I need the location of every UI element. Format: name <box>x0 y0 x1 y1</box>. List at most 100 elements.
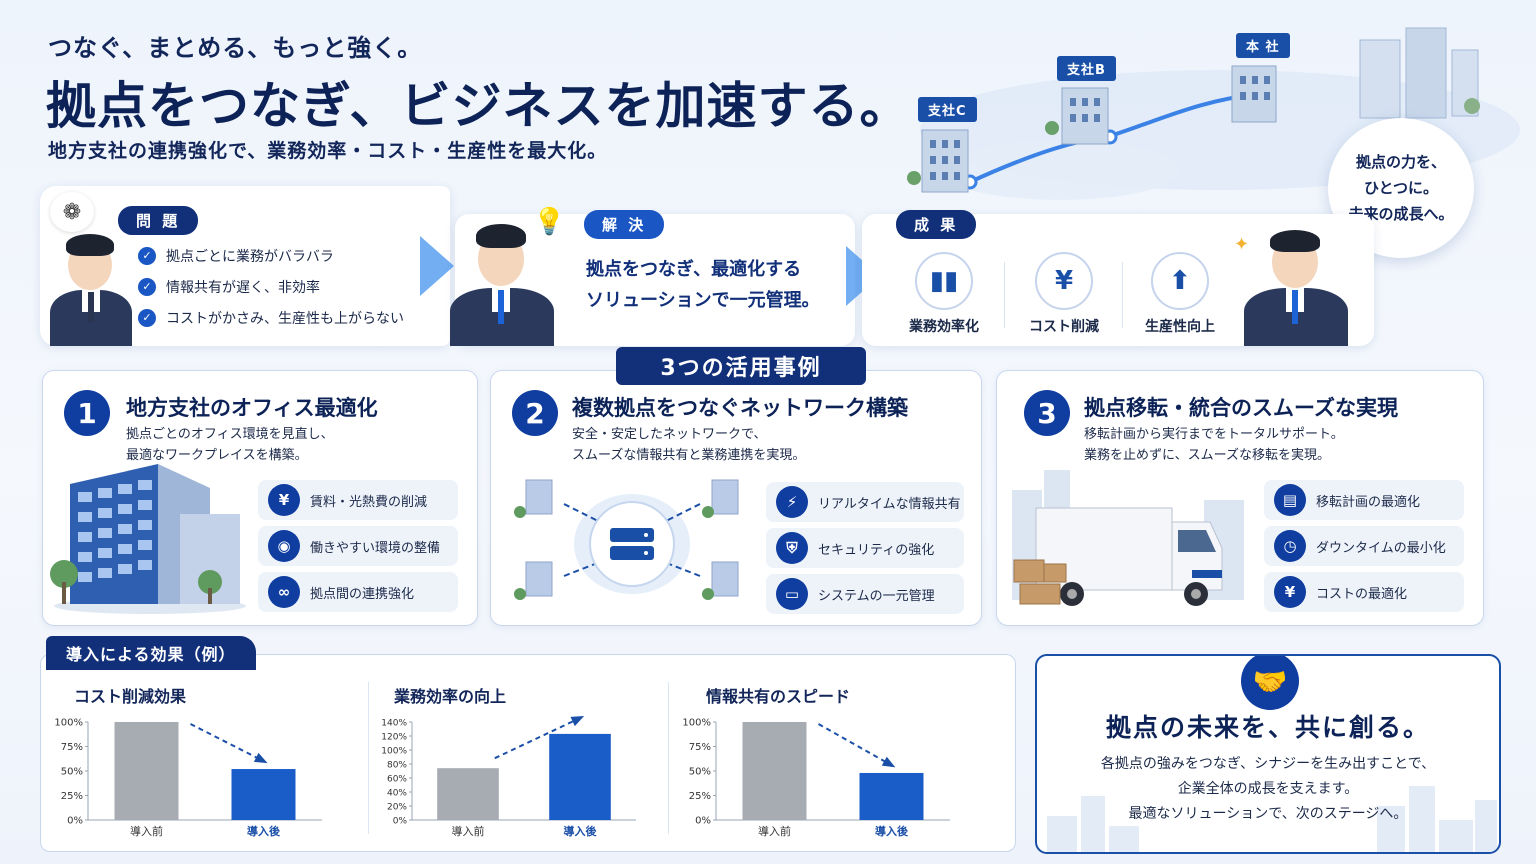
x-tick-label: 導入前 <box>130 824 163 838</box>
tangled-thoughts-icon: ❁ <box>50 192 94 232</box>
y-tick-label: 50% <box>689 767 711 778</box>
bar <box>742 722 807 820</box>
monitor-icon: ▭ <box>776 578 808 610</box>
solution-text: 拠点をつなぎ、最適化する ソリューションで一元管理。 <box>586 259 820 311</box>
callout-line: 拠点の力を、 <box>1355 153 1446 171</box>
office-building-illustration <box>50 464 246 614</box>
problem-item: ✓情報共有が遅く、非効率 <box>138 271 404 302</box>
office-badge-c: 支社C <box>918 97 977 122</box>
y-tick-label: 25% <box>61 791 83 802</box>
y-tick-label: 50% <box>61 767 83 778</box>
trend-arrow-line <box>190 723 260 760</box>
x-tick-label: 導入後 <box>875 824 909 838</box>
result-item-efficiency: ▮▮ 業務効率化 <box>900 252 988 336</box>
case-title: 地方支社のオフィス最適化 <box>126 396 378 420</box>
y-tick-label: 140% <box>381 719 407 729</box>
bar <box>549 733 611 820</box>
lightbulb-icon: 💡 <box>533 207 566 237</box>
case-1-feature: ◉ 働きやすい環境の整備 <box>258 526 458 566</box>
bar <box>231 769 296 820</box>
case-number: 1 <box>64 390 110 436</box>
cheering-businessman-illustration <box>1240 226 1352 346</box>
problem-item: ✓拠点ごとに業務がバラバラ <box>138 240 404 271</box>
subheadline: 地方支社の連携強化で、業務効率・コスト・生産性を最大化。 <box>48 140 608 162</box>
check-icon: ✓ <box>138 308 156 327</box>
tagline: つなぐ、まとめる、もっと強く。 <box>48 34 423 62</box>
y-tick-label: 100% <box>381 747 407 757</box>
headquarters-building <box>1231 27 1480 123</box>
case-title: 複数拠点をつなぐネットワーク構築 <box>572 396 908 420</box>
case-2-feature: ⚡ リアルタイムな情報共有 <box>766 482 964 522</box>
closing-panel: 🤝 拠点の未来を、共に創る。 各拠点の強みをつなぎ、シナジーを生み出すことで、 … <box>1035 654 1501 854</box>
y-tick-label: 0% <box>67 816 83 827</box>
case-description: 移転計画から実行までをトータルサポート。 業務を止めずに、スムーズな移転を実現。 <box>1084 427 1344 463</box>
chart-title: コスト削減効果 <box>74 687 187 706</box>
x-tick-label: 導入前 <box>452 824 485 838</box>
case-2-feature: ⛨ セキュリティの強化 <box>766 528 964 568</box>
solution-label: 解 決 <box>584 210 665 239</box>
check-icon: ✓ <box>138 277 156 296</box>
y-tick-label: 40% <box>387 789 407 799</box>
yen-icon: ¥ <box>268 484 300 516</box>
cases-title: 3つの活用事例 <box>616 347 866 385</box>
case-number: 3 <box>1024 390 1070 436</box>
case-1-feature: ∞ 拠点間の連携強化 <box>258 572 458 612</box>
info-speed-chart: 0%25%50%75%100%導入前導入後 <box>682 718 950 838</box>
y-tick-label: 60% <box>387 775 407 785</box>
lightning-icon: ⚡ <box>776 486 808 518</box>
case-3-feature: ◷ ダウンタイムの最小化 <box>1264 526 1464 566</box>
check-icon: ✓ <box>138 246 156 265</box>
x-tick-label: 導入後 <box>247 824 281 838</box>
y-tick-label: 120% <box>381 733 407 743</box>
pointing-businessman-illustration <box>448 214 558 346</box>
office-badge-hq: 本 社 <box>1236 33 1290 58</box>
worried-businessman-illustration <box>46 228 136 346</box>
trend-arrow-head <box>570 716 585 727</box>
city-skyline-watermark <box>1047 786 1497 852</box>
x-tick-label: 導入前 <box>758 824 791 838</box>
case-description: 安全・安定したネットワークで、 スムーズな情報共有と業務連携を実現。 <box>572 427 806 463</box>
result-item-productivity: ⬆ 生産性向上 <box>1136 252 1224 336</box>
case-description: 拠点ごとのオフィス環境を見直し、 最適なワークプレイスを構築。 <box>126 427 334 463</box>
y-tick-label: 75% <box>61 742 83 753</box>
divider <box>368 682 369 834</box>
growth-icon: ⬆ <box>1151 252 1209 310</box>
network-diagram-illustration <box>514 479 739 600</box>
divider <box>1122 262 1123 328</box>
clipboard-icon: ▤ <box>1274 484 1306 516</box>
cost-reduction-chart: 0% 25% 50% 75% 100% 導入前 導入後 <box>54 718 322 838</box>
handshake-icon: 🤝 <box>1241 656 1299 710</box>
effects-label: 導入による効果（例） <box>46 636 256 670</box>
efficiency-chart: 0%20%40%60%80%100%120%140%導入前導入後 <box>381 716 636 838</box>
chart-title: 情報共有のスピード <box>706 687 851 706</box>
people-icon: ◉ <box>268 530 300 562</box>
y-tick-label: 20% <box>387 803 407 813</box>
callout-line: 未来の成長へ。 <box>1348 205 1454 223</box>
problem-list: ✓拠点ごとに業務がバラバラ ✓情報共有が遅く、非効率 ✓コストがかさみ、生産性も… <box>138 240 404 333</box>
closing-message: 各拠点の強みをつなぎ、シナジーを生み出すことで、 企業全体の成長を支えます。 最… <box>1100 756 1436 822</box>
bar <box>859 772 924 820</box>
bar <box>114 722 179 820</box>
trend-arrow-head <box>253 752 268 764</box>
y-tick-label: 0% <box>695 816 711 827</box>
sparkle-icon: ✦ <box>1234 234 1250 255</box>
case-1-feature: ¥ 賃料・光熱費の削減 <box>258 480 458 520</box>
clock-icon: ◷ <box>1274 530 1306 562</box>
y-tick-label: 0% <box>393 817 408 827</box>
chart-title: 業務効率の向上 <box>394 687 507 706</box>
headline: 拠点をつなぎ、ビジネスを加速する。 <box>46 77 911 135</box>
closing-title: 拠点の未来を、共に創る。 <box>1105 713 1430 742</box>
moving-truck-illustration <box>1012 470 1244 606</box>
bar-chart-icon: ▮▮ <box>915 252 973 310</box>
office-b-building <box>1045 87 1109 145</box>
case-3-feature: ▤ 移転計画の最適化 <box>1264 480 1464 520</box>
office-c-building <box>907 129 969 193</box>
effects-panel <box>40 654 1016 852</box>
y-tick-label: 100% <box>54 718 83 729</box>
arrow-right-icon <box>420 236 454 296</box>
result-item-cost: ¥ コスト削減 <box>1020 252 1108 336</box>
y-tick-label: 80% <box>387 761 407 771</box>
bar <box>437 768 499 820</box>
result-label: 成 果 <box>896 210 977 239</box>
office-badge-b: 支社B <box>1057 56 1116 81</box>
